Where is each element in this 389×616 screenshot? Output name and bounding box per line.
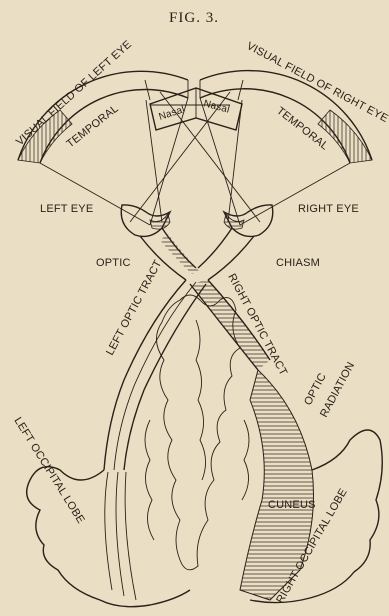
left-optic-tract [104, 280, 206, 470]
temporal-right-label: TEMPORAL [274, 105, 330, 153]
left-eye-shape [121, 205, 170, 237]
chiasm-label: CHIASM [276, 257, 320, 269]
left-occipital-lobe-label: LEFT OCCIPITAL LOBE [11, 415, 86, 525]
left-occipital-outline [27, 467, 190, 607]
optic-label: OPTIC [96, 257, 131, 269]
left-visual-field [18, 71, 188, 225]
temporal-left-label: TEMPORAL [64, 103, 120, 151]
nasal-right-label: Nasal [202, 98, 231, 116]
right-eye-label: RIGHT EYE [298, 203, 359, 215]
left-eye-label: LEFT EYE [40, 203, 93, 215]
optic-radiation-label-2: RADIATION [318, 360, 357, 419]
left-lobe-lines [105, 472, 136, 600]
figure-caption: FIG. 3. [169, 10, 219, 26]
cuneus-label: CUNEUS [268, 499, 316, 511]
visual-field-right-label: VISUAL FIELD OF RIGHT EYE [245, 40, 389, 125]
